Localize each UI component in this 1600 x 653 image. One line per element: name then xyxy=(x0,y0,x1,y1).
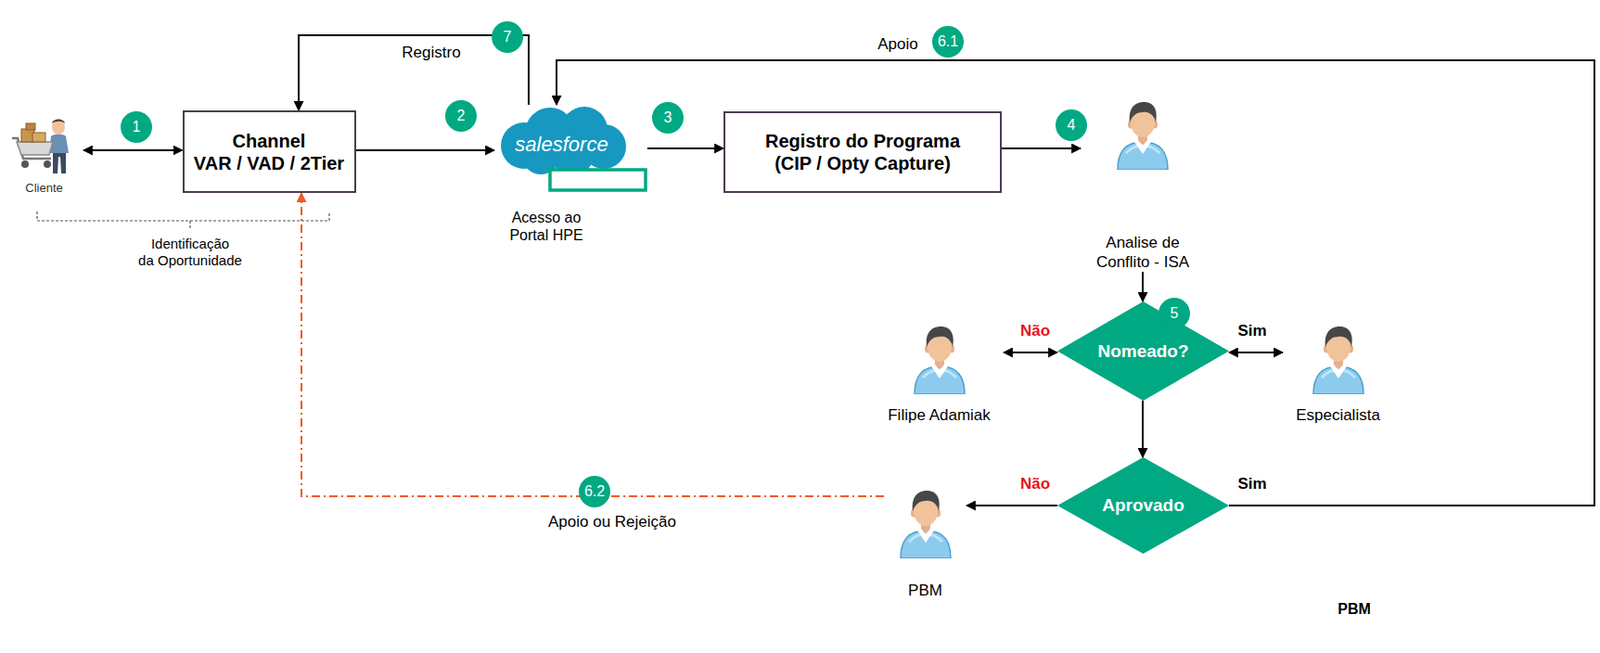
note-label: Identificação da Oportunidade xyxy=(138,235,243,269)
person-label: PBM xyxy=(883,580,967,601)
person-icon-holder xyxy=(1310,320,1367,398)
text-line: Channel xyxy=(193,129,345,153)
process-box: Registro do Programa (CIP / Opty Capture… xyxy=(723,111,1002,193)
note-label: PBM xyxy=(1337,601,1371,618)
dashed-bracket xyxy=(37,211,330,231)
text-line: Registro do Programa xyxy=(765,129,960,153)
connector xyxy=(1141,400,1144,458)
text-line: da Oportunidade xyxy=(138,252,243,269)
person-node: Filipe Adamiak xyxy=(874,320,1004,425)
text-line: (CIP / Opty Capture) xyxy=(765,152,960,175)
person-label: Filipe Adamiak xyxy=(874,405,1004,425)
callout-number: 3 xyxy=(652,102,684,134)
text-line: VAR / VAD / 2Tier xyxy=(193,152,345,175)
decision-diamond: Aprovado xyxy=(1057,457,1229,554)
edge-label: Sim xyxy=(1234,321,1269,341)
person-icon-holder xyxy=(911,320,968,398)
text-line: Portal HPE xyxy=(494,226,599,244)
note-label: Apoio xyxy=(877,35,918,54)
text-line: Conflito - ISA xyxy=(1080,252,1205,272)
person-icon xyxy=(897,484,954,559)
person-label: Analise de Conflito - ISA xyxy=(1080,232,1205,272)
connector xyxy=(556,60,1595,506)
connector xyxy=(356,149,496,152)
person-icon-holder xyxy=(897,484,954,563)
person-node: Especialista xyxy=(1282,320,1394,425)
callout-number: 5 xyxy=(1158,297,1191,330)
person-icon xyxy=(1114,95,1171,170)
connector xyxy=(1141,271,1144,302)
text-line: Analise de xyxy=(1080,232,1205,253)
connector xyxy=(1003,351,1058,354)
connector xyxy=(647,147,724,150)
callout-number: 7 xyxy=(491,21,524,53)
salesforce-logo-text: salesforce xyxy=(494,132,629,157)
box-label: Registro do Programa (CIP / Opty Capture… xyxy=(765,129,960,175)
dashed-connector xyxy=(301,192,884,497)
customer-cart-icon xyxy=(10,115,80,178)
callout-number: 6.1 xyxy=(932,25,964,58)
person-icon xyxy=(1310,320,1367,395)
person-icon xyxy=(911,320,968,395)
edge-label: Não xyxy=(1017,321,1053,341)
person-node: PBM xyxy=(883,484,967,601)
person-node: Analise de Conflito - ISA xyxy=(1080,95,1205,272)
customer-label: Cliente xyxy=(4,180,84,195)
text-line: Acesso ao xyxy=(494,208,599,227)
callout-number: 6.2 xyxy=(578,475,611,508)
diamond-label: Nomeado? xyxy=(1097,341,1189,362)
edge-label: Registro xyxy=(398,43,463,63)
box-label: Channel VAR / VAD / 2Tier xyxy=(193,129,345,175)
text-line: Identificação xyxy=(138,235,243,253)
customer-icon-holder xyxy=(10,115,80,181)
connector xyxy=(966,504,1058,507)
callout-number: 4 xyxy=(1055,109,1088,141)
channel-box: Channel VAR / VAD / 2Tier xyxy=(182,110,357,193)
connector xyxy=(1228,351,1283,354)
edge-label: Sim xyxy=(1234,474,1269,494)
person-icon-holder xyxy=(1114,95,1171,174)
edge-label: Não xyxy=(1017,474,1053,494)
diamond-label: Aprovado xyxy=(1101,495,1185,516)
portal-caption: Acesso ao Portal HPE xyxy=(494,208,599,244)
customer-node: Cliente xyxy=(4,115,84,200)
edge-label: Apoio ou Rejeição xyxy=(545,512,679,532)
connector xyxy=(83,149,183,152)
callout-number: 1 xyxy=(120,111,153,143)
connector xyxy=(1001,147,1081,150)
portal-node: salesforceAcesso ao Portal HPE xyxy=(494,104,648,254)
callout-number: 2 xyxy=(445,100,477,132)
decision-diamond: Nomeado? xyxy=(1057,301,1229,401)
person-label: Especialista xyxy=(1282,405,1394,425)
